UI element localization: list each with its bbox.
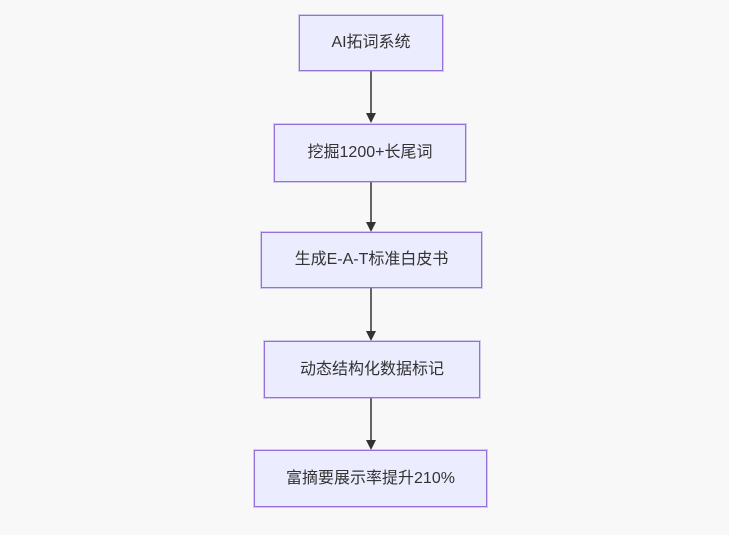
flow-node-mine-longtail-keywords: 挖掘1200+长尾词 [274, 124, 466, 182]
flow-node-label: AI拓词系统 [331, 34, 411, 51]
flow-node-label: 生成E-A-T标准白皮书 [294, 251, 449, 268]
flow-node-label: 富摘要展示率提升210% [286, 469, 455, 487]
flow-node-label: 挖掘1200+长尾词 [307, 144, 433, 161]
flow-node-generate-eat-whitepaper: 生成E-A-T标准白皮书 [261, 232, 482, 288]
edge-n3-n4-arrow [366, 288, 376, 341]
edge-n1-n2-arrow [366, 71, 376, 123]
flow-node-label: 动态结构化数据标记 [299, 360, 444, 378]
edge-n4-n5-arrow [366, 398, 376, 450]
flow-node-dynamic-structured-data: 动态结构化数据标记 [264, 341, 480, 398]
flow-node-rich-snippet-rate: 富摘要展示率提升210% [254, 450, 487, 507]
flow-node-ai-keyword-system: AI拓词系统 [299, 15, 443, 71]
edge-n2-n3-arrow [366, 182, 376, 232]
